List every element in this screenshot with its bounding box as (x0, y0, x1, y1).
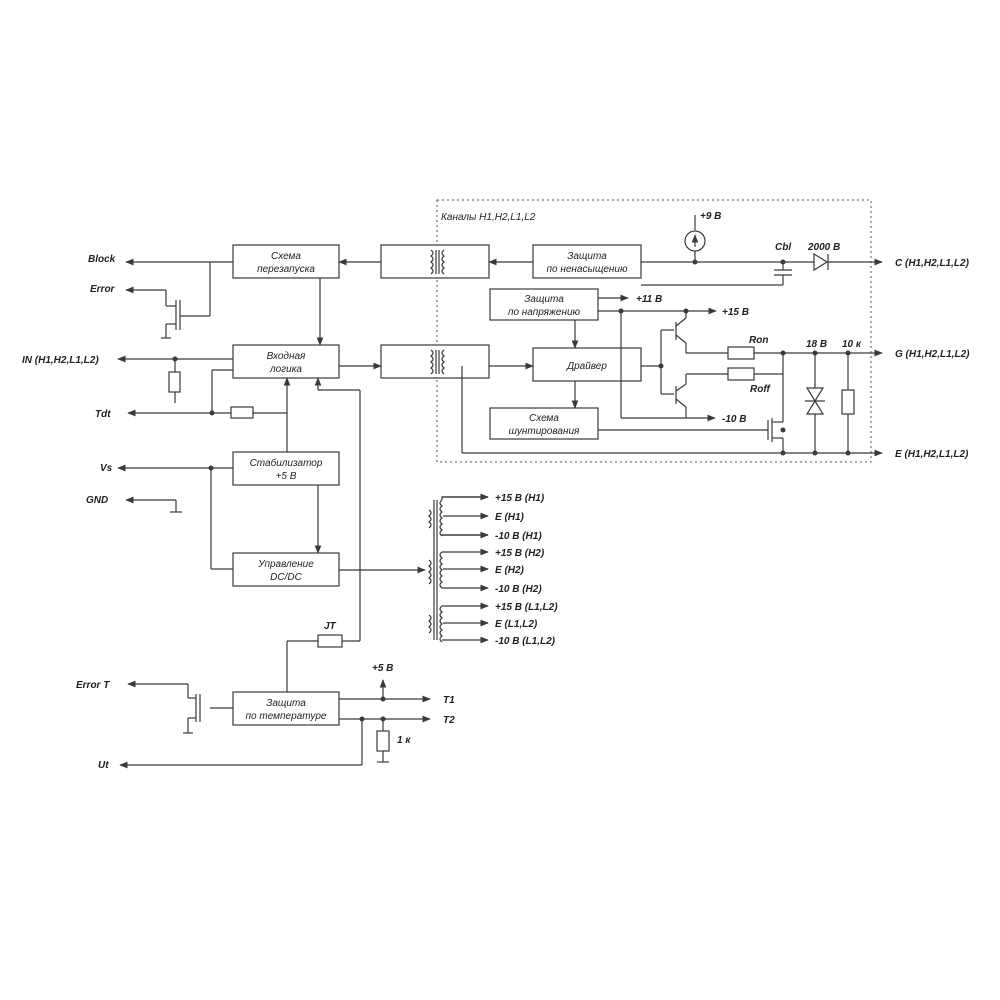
pin-g-label: G (H1,H2,L1,L2) (895, 349, 970, 360)
plus9-label: +9 В (700, 211, 721, 222)
pin-tdt-label: Tdt (95, 409, 111, 420)
cbl-label: Cbl (775, 242, 791, 253)
dcdc-out-3: -10 В (H1) (495, 531, 542, 542)
dcdc-out-4: +15 В (H2) (495, 548, 545, 559)
temp-protect-label-1: Защита (266, 698, 306, 709)
isolation-transformer-mid (380, 344, 490, 379)
jt-resistor (317, 634, 343, 648)
dcdc-transformer-icon (428, 499, 443, 643)
roff-label: Roff (750, 384, 771, 395)
r10k-resistor (841, 389, 855, 415)
jt-label: JT (324, 621, 337, 632)
roff-resistor (727, 367, 755, 381)
k1-label: 1 к (397, 735, 411, 746)
in-pulldown-resistor (168, 371, 181, 393)
pin-error-label: Error (90, 284, 116, 295)
isolation-transformer-top (380, 244, 490, 279)
channels-label: Каналы H1,H2,L1,L2 (441, 212, 536, 223)
dcdc-out-5: E (H2) (495, 565, 525, 576)
transformer-coil-icon (430, 249, 445, 275)
ron-resistor (727, 346, 755, 360)
plus11-label: +11 В (636, 294, 662, 305)
pin-block-label: Block (88, 254, 116, 265)
restart-label-1: Схема (271, 251, 301, 262)
t-plus5-label: +5 В (372, 663, 393, 674)
dcdc-out-7: +15 В (L1,L2) (495, 602, 558, 613)
k10-label: 10 к (842, 339, 862, 350)
dcdc-output-wires (441, 493, 489, 644)
channels-boundary (436, 199, 872, 463)
minus10-label: -10 В (722, 414, 746, 425)
voltage-label-1: Защита (524, 294, 564, 305)
input-logic-label-1: Входная (267, 351, 306, 362)
driver-label: Драйвер (566, 361, 607, 372)
driver-block (532, 347, 642, 382)
pin-gnd-label: GND (86, 495, 108, 506)
dcdc-label-2: DC/DC (270, 572, 302, 583)
pin-e-label: E (H1,H2,L1,L2) (895, 449, 969, 460)
desat-protect-block (532, 244, 642, 279)
voltage-protect-block (489, 288, 599, 321)
pin-vs-label: Vs (100, 463, 113, 474)
desat-label-2: по ненасыщению (547, 264, 628, 275)
pin-error-t-label: Error T (76, 680, 110, 691)
tvs-diode-icon (805, 387, 825, 415)
restart-label-2: перезапуска (257, 264, 315, 275)
input-logic-label-2: логика (269, 364, 302, 375)
shunt-label-1: Схема (529, 413, 559, 424)
pin-ut-label: Ut (98, 760, 109, 771)
npn-transistor-icon (675, 311, 687, 344)
tdt-resistor (230, 406, 254, 419)
stabilizer-block (232, 451, 340, 486)
pin-t1-label: T1 (443, 695, 455, 706)
shunt-label-2: шунтирования (509, 426, 580, 437)
stabilizer-label-1: Стабилизатор (250, 457, 323, 469)
pin-c-label: C (H1,H2,L1,L2) (895, 258, 970, 269)
shunt-block (489, 407, 599, 440)
shunt-mosfet-icon (767, 418, 783, 442)
transformer-coil-icon (430, 349, 445, 375)
input-logic-block (232, 344, 340, 379)
stabilizer-label-2: +5 В (276, 471, 297, 482)
dcdc-out-2: E (H1) (495, 512, 525, 523)
pnp-transistor-icon (675, 383, 687, 418)
ron-label: Ron (749, 335, 768, 346)
dcdc-out-9: -10 В (L1,L2) (495, 636, 556, 647)
v18-label: 18 В (806, 339, 827, 350)
plus15-label: +15 В (722, 307, 749, 318)
temp-protect-label-2: по температуре (246, 711, 327, 722)
pin-t2-label: T2 (443, 715, 455, 726)
voltage-label-2: по напряжению (508, 307, 581, 318)
dcdc-out-1: +15 В (H1) (495, 493, 545, 504)
dcdc-out-6: -10 В (H2) (495, 584, 542, 595)
t2-resistor (376, 730, 390, 752)
pin-in-label: IN (H1,H2,L1,L2) (22, 355, 99, 366)
desat-label-1: Защита (567, 251, 607, 262)
v2000-label: 2000 В (807, 242, 840, 253)
dcdc-label-1: Управление (257, 559, 314, 570)
dcdc-out-8: E (L1,L2) (495, 619, 538, 630)
diode-icon (813, 252, 829, 272)
